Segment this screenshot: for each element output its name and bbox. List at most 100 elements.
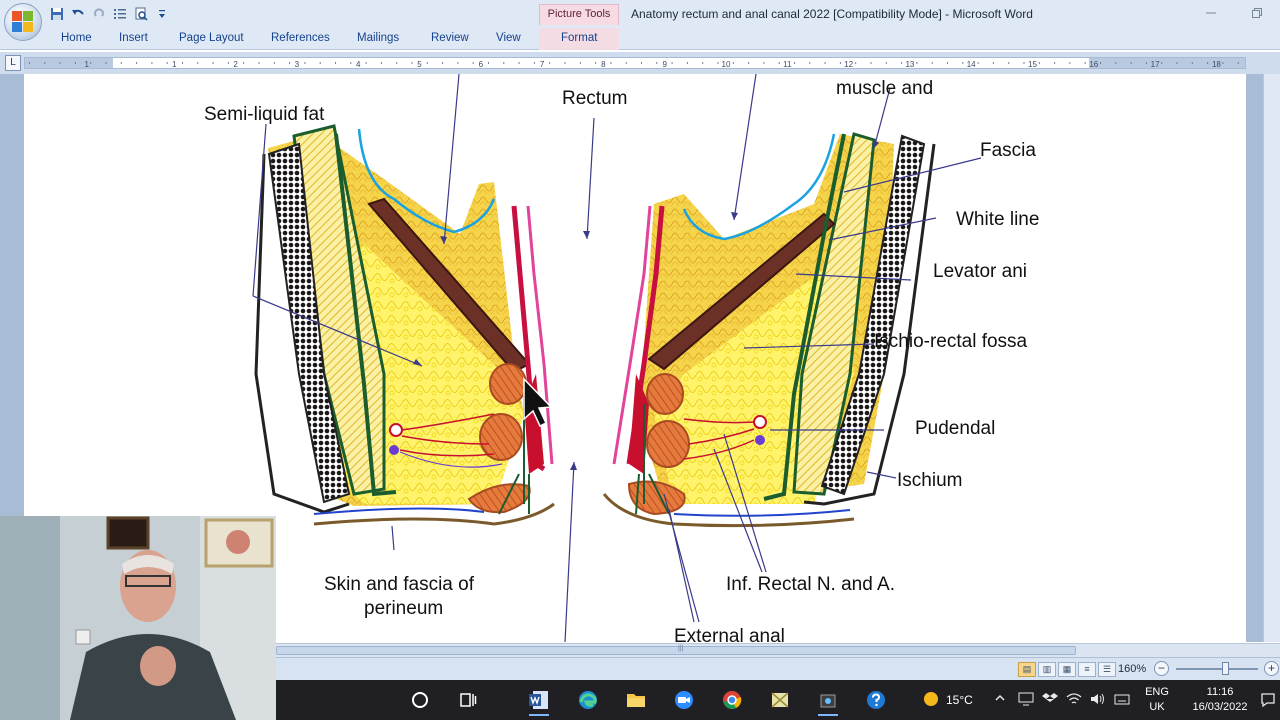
vertical-scrollbar[interactable]: [1263, 74, 1280, 642]
office-button[interactable]: [4, 3, 42, 41]
weather-icon[interactable]: [922, 690, 942, 711]
ruler-tick: [1145, 62, 1147, 64]
ruler-tick: [197, 62, 199, 64]
ruler-tick: [610, 62, 612, 64]
ruler-tick: [1161, 62, 1163, 64]
restore-icon[interactable]: [1234, 0, 1280, 26]
zoom-icon[interactable]: [664, 684, 704, 716]
chrome-icon[interactable]: [712, 684, 752, 716]
ruler-tick: [916, 62, 918, 64]
ruler-tick: [1069, 62, 1071, 64]
ruler-tick: [717, 62, 719, 64]
ruler-tick: [105, 62, 107, 64]
chevron-up-icon[interactable]: [994, 692, 1006, 707]
ruler-tick: [1207, 62, 1209, 64]
zoom-slider-thumb[interactable]: [1222, 662, 1230, 675]
tab-selector[interactable]: L: [5, 55, 21, 71]
label-rectum: Rectum: [562, 88, 628, 109]
ruler-number: 16: [1089, 60, 1098, 68]
bullets-icon[interactable]: [111, 5, 129, 23]
ruler-number: 7: [540, 60, 545, 68]
redo-icon[interactable]: [90, 5, 108, 23]
ruler-tick: [901, 62, 903, 64]
keyboard-icon[interactable]: [1114, 692, 1130, 709]
customize-dropdown-icon[interactable]: [153, 5, 171, 23]
web-layout-view-icon[interactable]: ▦: [1058, 662, 1076, 677]
display-icon[interactable]: [1018, 692, 1034, 709]
tab-references[interactable]: References: [271, 32, 330, 44]
outline-view-icon[interactable]: ≡: [1078, 662, 1096, 677]
print-layout-view-icon[interactable]: ▤: [1018, 662, 1036, 677]
label-external-anal: External anal: [674, 626, 785, 642]
media-app-icon[interactable]: [808, 684, 848, 716]
ruler-tick: [243, 62, 245, 64]
tab-home[interactable]: Home: [61, 32, 92, 44]
ruler-tick: [304, 62, 306, 64]
full-screen-reading-view-icon[interactable]: ▥: [1038, 662, 1056, 677]
label-pointers: [252, 74, 982, 642]
start-search-icon[interactable]: [400, 684, 440, 716]
ruler-tick: [166, 62, 168, 64]
presenter-video: [0, 516, 276, 720]
zoom-slider[interactable]: [1176, 668, 1258, 670]
zoom-out-button[interactable]: −: [1154, 661, 1169, 676]
ruler-tick: [227, 62, 229, 64]
label-inf-rectal: Inf. Rectal N. and A.: [726, 574, 895, 595]
notifications-icon[interactable]: [1260, 692, 1276, 711]
task-view-icon[interactable]: [448, 684, 488, 716]
horizontal-scroll-thumb[interactable]: [276, 646, 1076, 655]
ruler-tick: [778, 62, 780, 64]
wifi-icon[interactable]: [1066, 692, 1082, 709]
ruler-tick: [824, 62, 826, 64]
save-icon[interactable]: [48, 5, 66, 23]
ruler-number: 2: [233, 60, 238, 68]
tab-format[interactable]: Format: [561, 32, 598, 44]
zoom-level[interactable]: 160%: [1118, 663, 1147, 675]
word-icon[interactable]: [519, 684, 559, 716]
ruler-tick: [136, 62, 138, 64]
label-skin-fascia-line2: perineum: [364, 598, 444, 619]
quick-access-toolbar: [48, 4, 171, 24]
ruler-tick: [564, 62, 566, 64]
clock[interactable]: 11:16 16/03/2022: [1188, 685, 1252, 715]
picture-tools-context-label: Picture Tools: [539, 4, 619, 25]
ribbon-tabs: Home Insert Page Layout References Maili…: [0, 28, 1280, 50]
zoom-in-button[interactable]: +: [1264, 661, 1279, 676]
ruler-tick: [855, 62, 857, 64]
speaker-icon[interactable]: [1090, 692, 1106, 709]
scroll-grip-icon: |||: [678, 645, 684, 652]
tab-page-layout[interactable]: Page Layout: [179, 32, 244, 44]
dropbox-icon[interactable]: [1042, 692, 1058, 709]
help-icon[interactable]: [856, 684, 896, 716]
ruler-tick: [671, 62, 673, 64]
ruler-tick: [1222, 62, 1224, 64]
ruler-tick: [380, 62, 382, 64]
ruler-tick: [74, 62, 76, 64]
print-preview-icon[interactable]: [132, 5, 150, 23]
ruler-left-margin: [25, 58, 113, 68]
excel-icon[interactable]: [760, 684, 800, 716]
input-language[interactable]: ENG UK: [1140, 685, 1174, 715]
horizontal-scrollbar[interactable]: |||: [276, 643, 1280, 657]
tab-view[interactable]: View: [496, 32, 521, 44]
ruler-tick: [29, 62, 30, 64]
clock-date: 16/03/2022: [1192, 701, 1248, 713]
tab-insert[interactable]: Insert: [119, 32, 148, 44]
draft-view-icon[interactable]: ☰: [1098, 662, 1116, 677]
undo-icon[interactable]: [69, 5, 87, 23]
ruler-tick: [686, 62, 688, 64]
edge-icon[interactable]: [568, 684, 608, 716]
file-explorer-icon[interactable]: [616, 684, 656, 716]
minimize-icon[interactable]: [1188, 0, 1234, 26]
ruler-number: 3: [295, 60, 300, 68]
ruler-tick: [120, 62, 122, 64]
tab-mailings[interactable]: Mailings: [357, 32, 400, 44]
tab-review[interactable]: Review: [431, 32, 469, 44]
anatomy-figure[interactable]: [24, 74, 1246, 642]
ruler-tick: [732, 62, 734, 64]
ruler-tick: [411, 62, 413, 64]
weather-temperature[interactable]: 15°C: [946, 693, 973, 707]
